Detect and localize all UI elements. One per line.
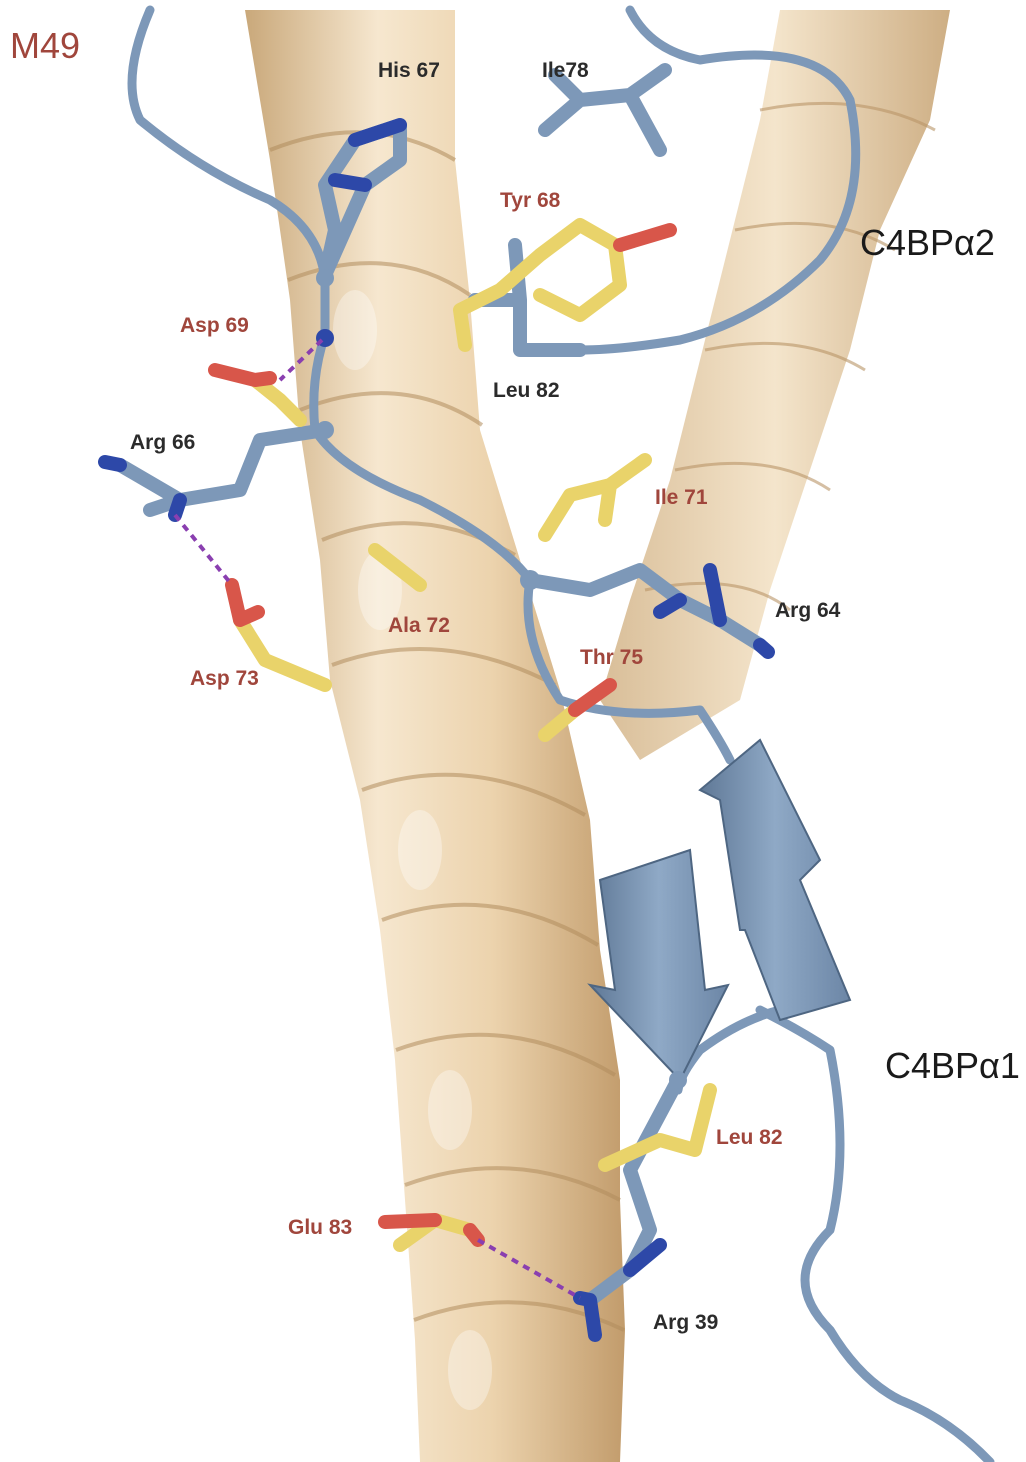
label-asp73: Asp 73 (190, 668, 259, 689)
label-leu82-top: Leu 82 (493, 380, 560, 401)
label-tyr68: Tyr 68 (500, 190, 560, 211)
label-arg64: Arg 64 (775, 600, 840, 621)
label-asp69: Asp 69 (180, 315, 249, 336)
protein-title: M49 (10, 28, 80, 64)
chain-label-alpha2: C4BPα2 (860, 225, 995, 261)
beta-strand-up (700, 740, 850, 1020)
label-ile71: Ile 71 (655, 487, 708, 508)
label-leu82-bottom: Leu 82 (716, 1127, 783, 1148)
label-glu83: Glu 83 (288, 1217, 352, 1238)
label-thr75: Thr 75 (580, 647, 643, 668)
label-ala72: Ala 72 (388, 615, 450, 636)
label-his67: His 67 (378, 60, 440, 81)
label-ile78: Ile78 (542, 60, 589, 81)
label-arg66: Arg 66 (130, 432, 195, 453)
label-arg39: Arg 39 (653, 1312, 718, 1333)
chain-label-alpha1: C4BPα1 (885, 1048, 1020, 1084)
